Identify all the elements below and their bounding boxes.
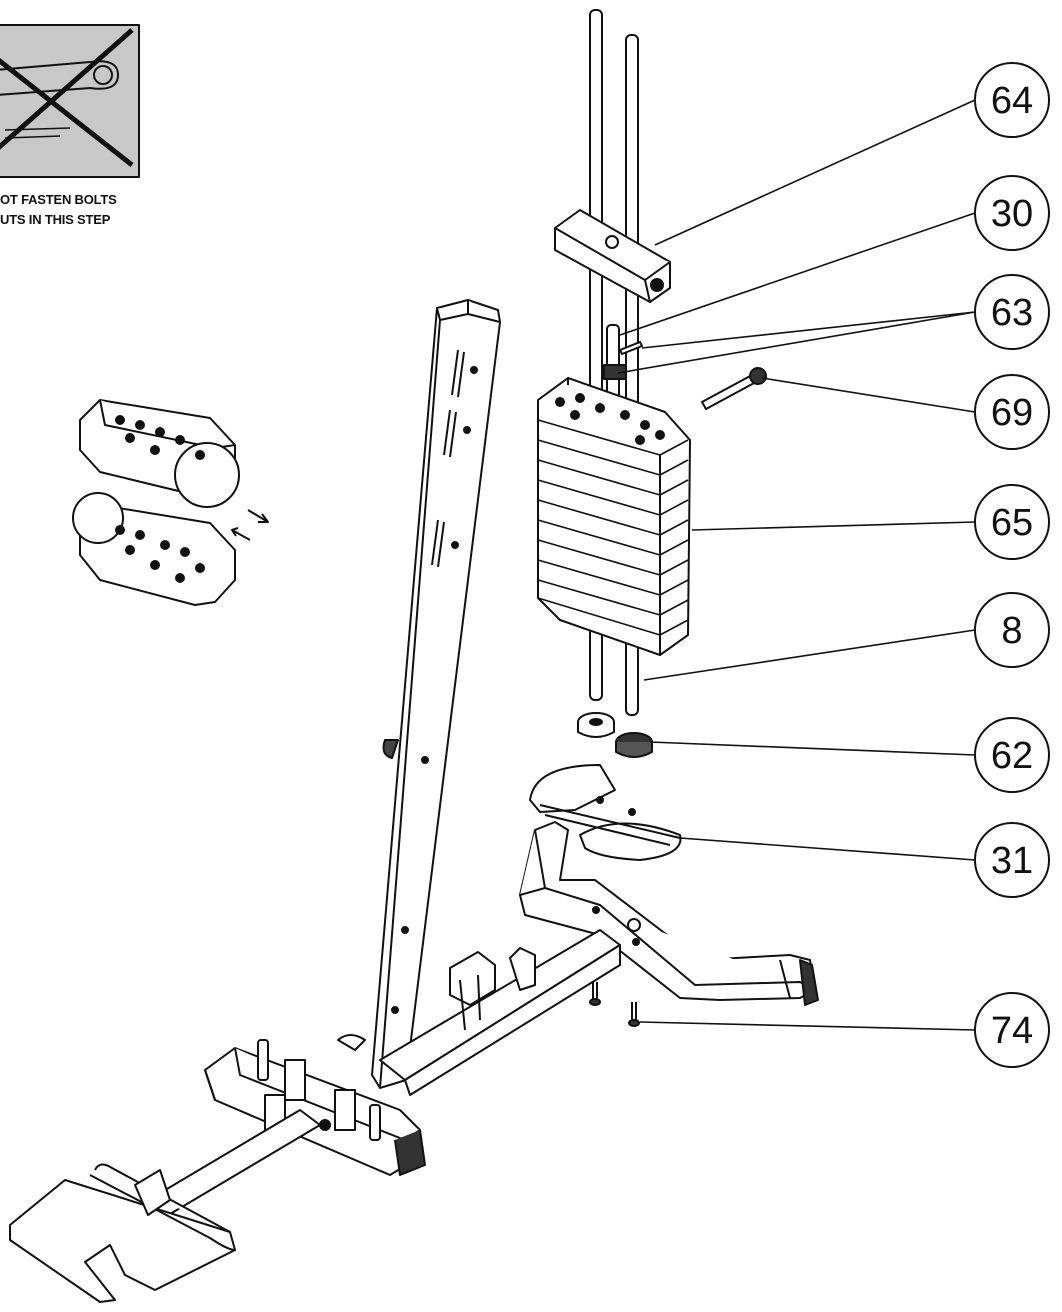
foot-plate — [9, 1163, 236, 1303]
base-plate — [529, 764, 682, 861]
callout-74: 74 — [974, 992, 1050, 1068]
callout-8: 8 — [974, 592, 1050, 668]
rubber-bumpers — [577, 712, 653, 758]
callout-65: 65 — [974, 484, 1050, 560]
warning-line-1: OT FASTEN BOLTS — [0, 192, 117, 207]
callout-62: 62 — [974, 717, 1050, 793]
svg-text:63: 63 — [991, 292, 1033, 334]
upright-frame — [371, 299, 501, 1089]
callout-64: 64 — [974, 62, 1050, 138]
selector-pin — [619, 341, 767, 410]
top-plate — [554, 209, 671, 303]
leader-lines — [617, 99, 976, 1031]
svg-text:74: 74 — [991, 1010, 1033, 1052]
callout-69: 69 — [974, 374, 1050, 450]
warning-line-2: UTS IN THIS STEP — [0, 212, 111, 227]
weight-stack — [537, 377, 691, 656]
callout-30: 30 — [974, 175, 1050, 251]
prohibit-cross-icon — [0, 28, 134, 167]
callout-63: 63 — [974, 274, 1050, 350]
front-base-frame — [139, 1039, 426, 1233]
svg-text:8: 8 — [1001, 610, 1022, 652]
svg-text:62: 62 — [991, 735, 1033, 777]
main-rail — [337, 929, 621, 1096]
callout-31: 31 — [974, 822, 1050, 898]
warning-inset — [0, 24, 140, 178]
svg-text:69: 69 — [991, 392, 1033, 434]
svg-text:30: 30 — [991, 193, 1033, 235]
svg-text:31: 31 — [991, 840, 1033, 882]
svg-text:64: 64 — [991, 80, 1033, 122]
weight-plate-detail — [72, 399, 269, 606]
bolts — [589, 982, 640, 1027]
callouts: 64 30 63 69 65 8 62 31 — [974, 62, 1050, 1068]
rear-base-frame — [519, 821, 819, 1006]
svg-text:65: 65 — [991, 502, 1033, 544]
